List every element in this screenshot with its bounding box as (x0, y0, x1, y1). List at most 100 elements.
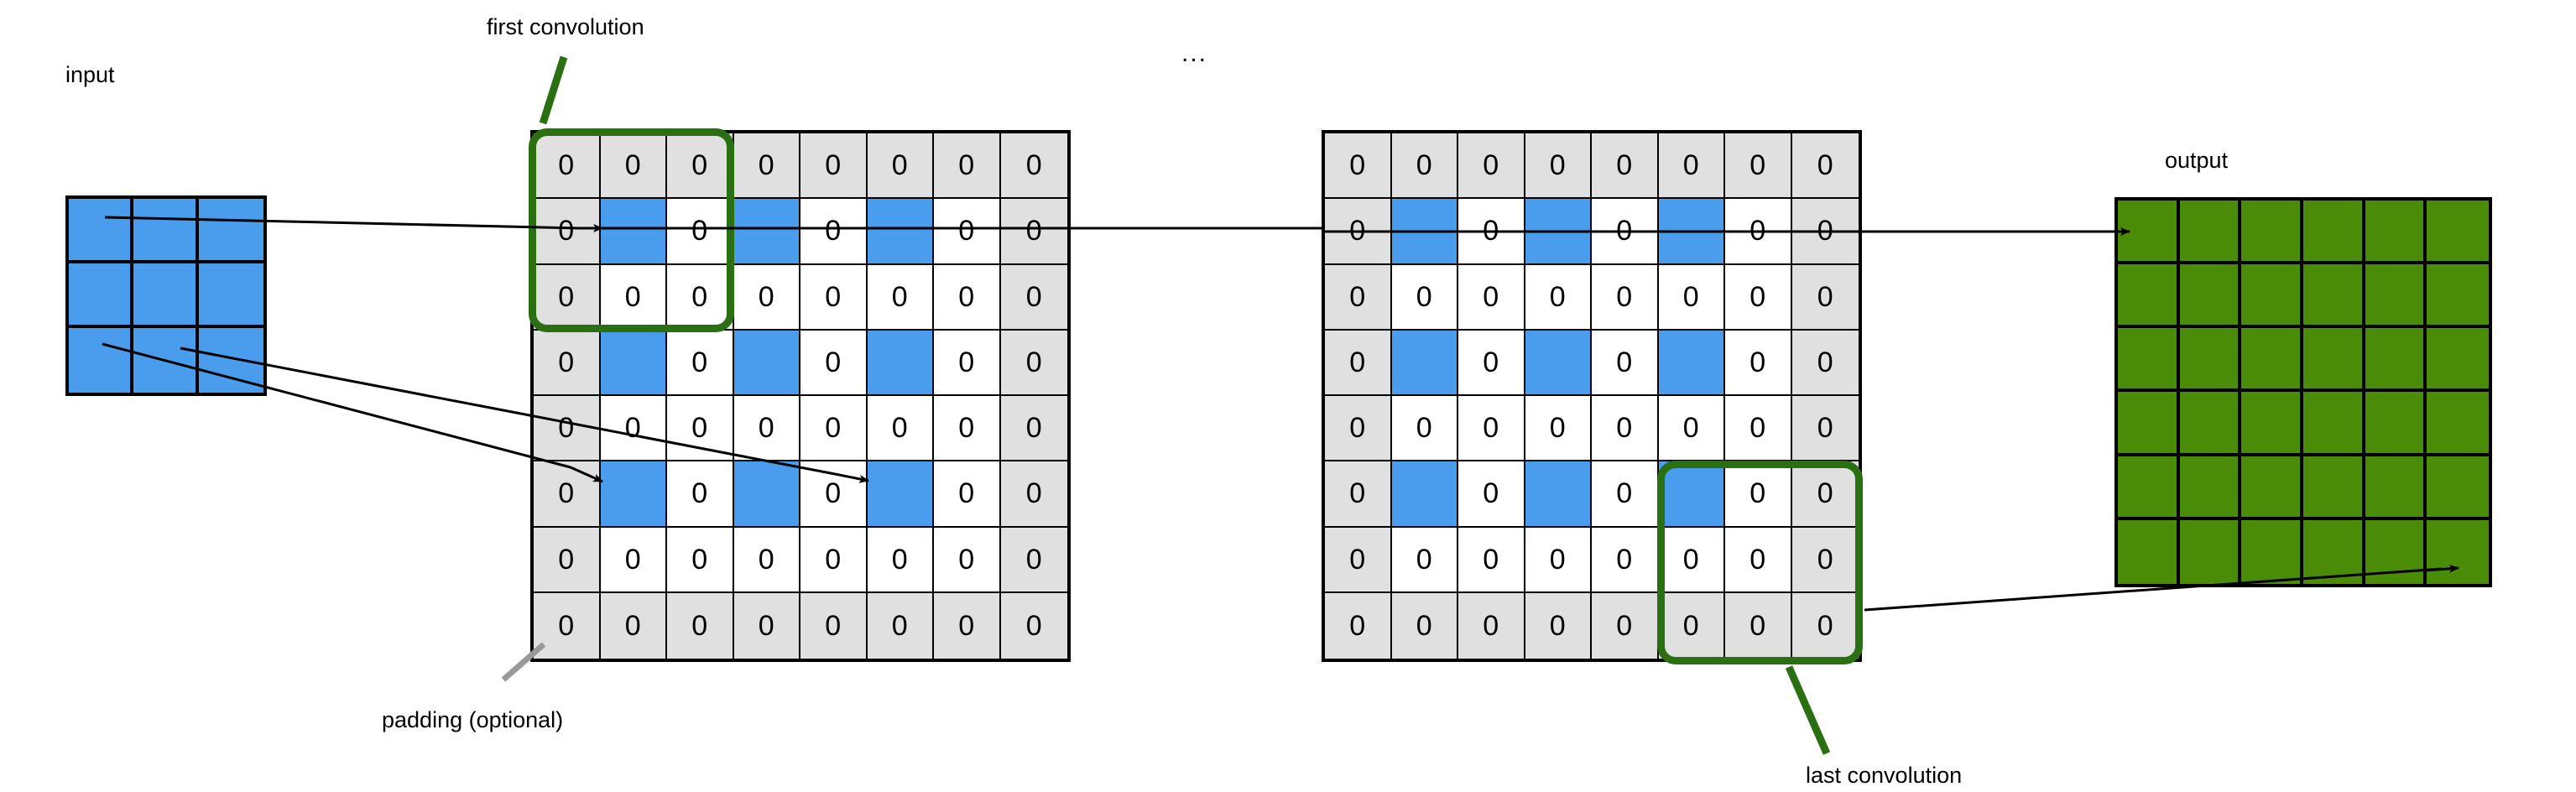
padded-feature-map-first-step-cell[interactable]: 0 (1000, 592, 1067, 659)
padded-feature-map-last-step-cell[interactable]: 0 (1325, 527, 1392, 593)
padded-feature-map-first-step-cell[interactable]: 0 (800, 396, 868, 462)
padded-feature-map-last-step-cell[interactable]: 0 (1325, 199, 1392, 265)
padded-feature-map-last-step-cell[interactable]: 0 (1325, 396, 1392, 462)
output-cell[interactable] (2241, 519, 2303, 584)
padded-feature-map-last-step-cell[interactable]: 0 (1325, 461, 1392, 528)
padded-feature-map-first-step-cell[interactable]: 0 (867, 592, 934, 659)
output-cell[interactable] (2302, 201, 2365, 265)
padded-feature-map-first-step-cell[interactable]: 0 (600, 592, 667, 659)
padded-feature-map-last-step-cell[interactable]: 0 (1458, 461, 1525, 528)
output-cell[interactable] (2365, 519, 2427, 584)
padded-feature-map-last-step-cell[interactable]: 0 (1592, 527, 1659, 593)
padded-feature-map-first-step-cell[interactable]: 0 (534, 330, 601, 396)
output-cell[interactable] (2179, 456, 2242, 520)
padded-feature-map-last-step-cell[interactable] (1658, 199, 1725, 265)
padded-feature-map-last-step-cell[interactable]: 0 (1791, 133, 1859, 200)
output-cell[interactable] (2365, 264, 2427, 329)
padded-feature-map-last-step-cell[interactable]: 0 (1725, 396, 1792, 462)
output-cell[interactable] (2179, 328, 2242, 393)
padded-feature-map-last-step-cell[interactable]: 0 (1525, 396, 1592, 462)
padded-feature-map-first-step-cell[interactable]: 0 (934, 592, 1001, 659)
output-cell[interactable] (2302, 264, 2365, 329)
padded-feature-map-last-step-cell[interactable]: 0 (1391, 133, 1458, 200)
output-cell[interactable] (2118, 392, 2180, 456)
padded-feature-map-last-step-cell[interactable]: 0 (1592, 199, 1659, 265)
padded-feature-map-last-step-cell[interactable]: 0 (1658, 527, 1725, 593)
input-cell[interactable] (198, 199, 263, 263)
padded-feature-map-first-step-cell[interactable]: 0 (600, 133, 667, 200)
input-grid[interactable] (65, 195, 267, 396)
padded-feature-map-first-step-cell[interactable]: 0 (733, 592, 800, 659)
padded-feature-map-last-step-cell[interactable]: 0 (1658, 133, 1725, 200)
input-cell[interactable] (133, 328, 199, 393)
padded-feature-map-last-step-cell[interactable]: 0 (1658, 592, 1725, 659)
input-cell[interactable] (69, 263, 134, 328)
padded-feature-map-first-step-cell[interactable]: 0 (1000, 133, 1067, 200)
padded-feature-map-first-step-cell[interactable]: 0 (800, 527, 868, 593)
padded-feature-map-last-step-cell[interactable]: 0 (1525, 527, 1592, 593)
padded-feature-map-first-step-cell[interactable]: 0 (934, 527, 1001, 593)
padded-feature-map-last-step-cell[interactable]: 0 (1791, 264, 1859, 331)
output-cell[interactable] (2427, 392, 2489, 456)
padded-feature-map-last-step-cell[interactable]: 0 (1391, 592, 1458, 659)
padded-feature-map-last-step-cell[interactable]: 0 (1325, 133, 1392, 200)
padded-feature-map-first-step-cell[interactable]: 0 (800, 264, 868, 331)
padded-feature-map-first-step-cell[interactable]: 0 (800, 592, 868, 659)
padded-feature-map-last-step-cell[interactable]: 0 (1791, 592, 1859, 659)
padded-feature-map-first-step-cell[interactable]: 0 (733, 527, 800, 593)
padded-feature-map-last-step-cell[interactable]: 0 (1725, 461, 1792, 528)
padded-feature-map-first-step-cell[interactable]: 0 (934, 396, 1001, 462)
input-cell[interactable] (133, 199, 199, 263)
padded-feature-map-first-step-cell[interactable]: 0 (1000, 461, 1067, 528)
padded-feature-map-last-step-cell[interactable] (1391, 199, 1458, 265)
padded-feature-map-last-step-cell[interactable]: 0 (1725, 264, 1792, 331)
output-cell[interactable] (2179, 392, 2242, 456)
padded-feature-map-last-step-cell[interactable]: 0 (1391, 527, 1458, 593)
padded-feature-map-first-step-cell[interactable]: 0 (800, 199, 868, 265)
padded-feature-map-last-step-cell[interactable]: 0 (1725, 527, 1792, 593)
padded-feature-map-first-step-cell[interactable]: 0 (667, 527, 734, 593)
padded-feature-map-last-step-cell[interactable]: 0 (1592, 461, 1659, 528)
padded-feature-map-last-step-cell[interactable]: 0 (1791, 527, 1859, 593)
padded-feature-map-first-step-cell[interactable]: 0 (733, 133, 800, 200)
padded-feature-map-first-step-cell[interactable]: 0 (934, 461, 1001, 528)
padded-feature-map-first-step-cell[interactable] (867, 461, 934, 528)
padded-feature-map-last-step-cell[interactable]: 0 (1592, 592, 1659, 659)
output-cell[interactable] (2118, 456, 2180, 520)
padded-feature-map-last-step-cell[interactable]: 0 (1725, 133, 1792, 200)
output-cell[interactable] (2241, 456, 2303, 520)
input-cell[interactable] (69, 199, 134, 263)
padded-feature-map-first-step-cell[interactable]: 0 (534, 133, 601, 200)
padded-feature-map-last-step-cell[interactable] (1658, 330, 1725, 396)
padded-feature-map-last-step-cell[interactable]: 0 (1592, 133, 1659, 200)
padded-feature-map-last-step-cell[interactable]: 0 (1592, 264, 1659, 331)
padded-feature-map-first-step-cell[interactable]: 0 (800, 330, 868, 396)
padded-feature-map-first-step-cell[interactable]: 0 (934, 133, 1001, 200)
padded-feature-map-first-step-cell[interactable]: 0 (667, 199, 734, 265)
padded-feature-map-first-step-cell[interactable]: 0 (733, 264, 800, 331)
output-cell[interactable] (2427, 264, 2489, 329)
output-cell[interactable] (2118, 519, 2180, 584)
padded-feature-map-last-step-cell[interactable]: 0 (1658, 396, 1725, 462)
padded-feature-map-first-step-cell[interactable]: 0 (733, 396, 800, 462)
output-cell[interactable] (2427, 201, 2489, 265)
output-cell[interactable] (2241, 328, 2303, 393)
padded-feature-map-first-step-cell[interactable]: 0 (867, 264, 934, 331)
padded-feature-map-last-step-cell[interactable] (1525, 330, 1592, 396)
padded-feature-map-first-step-cell[interactable]: 0 (534, 396, 601, 462)
padded-feature-map-first-step-cell[interactable]: 0 (600, 527, 667, 593)
output-cell[interactable] (2179, 264, 2242, 329)
padded-feature-map-last-step-cell[interactable]: 0 (1525, 264, 1592, 331)
padded-feature-map-first-step-cell[interactable]: 0 (1000, 199, 1067, 265)
output-cell[interactable] (2179, 201, 2242, 265)
padded-feature-map-first-step-cell[interactable]: 0 (934, 264, 1001, 331)
padded-feature-map-first-step-cell[interactable]: 0 (1000, 396, 1067, 462)
padded-feature-map-first-step-cell[interactable]: 0 (1000, 330, 1067, 396)
padded-feature-map-last-step-cell[interactable]: 0 (1725, 330, 1792, 396)
padded-feature-map-first-step-cell[interactable] (867, 330, 934, 396)
padded-feature-map-last-step-cell[interactable]: 0 (1592, 330, 1659, 396)
padded-feature-map-last-step-cell[interactable] (1525, 199, 1592, 265)
padded-feature-map-last-step-cell[interactable]: 0 (1791, 461, 1859, 528)
padded-feature-map-last-step-cell[interactable]: 0 (1791, 199, 1859, 265)
